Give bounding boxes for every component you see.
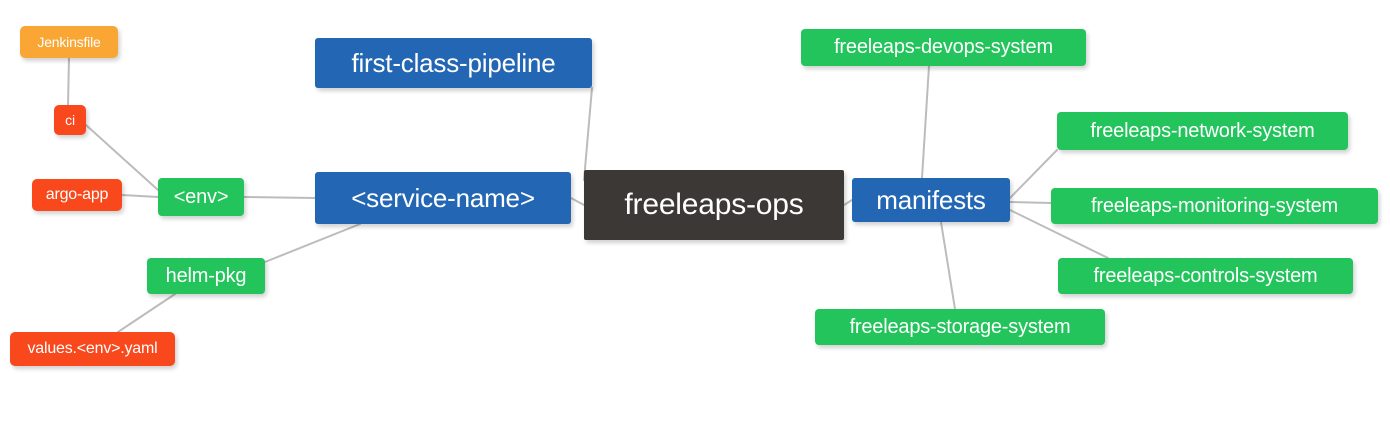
- mindmap-node-ci[interactable]: ci: [54, 105, 86, 135]
- edge-ci-jenkinsfile: [67, 57, 70, 106]
- mindmap-node-label: <service-name>: [351, 182, 535, 213]
- edge-manifests-storage-system: [940, 221, 956, 310]
- mindmap-node-label: freeleaps-devops-system: [834, 36, 1053, 58]
- edge-manifests-monitoring-system: [1009, 201, 1052, 204]
- mindmap-node-first-class-pipeline[interactable]: first-class-pipeline: [315, 38, 592, 88]
- edge-root-first-class-pipeline: [583, 87, 593, 181]
- mindmap-node-argo-app[interactable]: argo-app: [32, 179, 122, 211]
- edge-helm-pkg-values-yaml: [117, 293, 176, 333]
- mindmap-node-values-yaml[interactable]: values.<env>.yaml: [10, 332, 175, 366]
- mindmap-node-env[interactable]: <env>: [158, 178, 244, 216]
- mindmap-node-monitoring-system[interactable]: freeleaps-monitoring-system: [1051, 188, 1378, 224]
- mindmap-node-devops-system[interactable]: freeleaps-devops-system: [801, 29, 1086, 66]
- edge-service-name-helm-pkg: [264, 223, 361, 263]
- edge-root-service-name: [570, 197, 585, 206]
- edge-manifests-network-system: [1009, 149, 1058, 199]
- mindmap-node-network-system[interactable]: freeleaps-network-system: [1057, 112, 1348, 150]
- mindmap-node-root[interactable]: freeleaps-ops: [584, 170, 844, 240]
- mindmap-node-label: manifests: [876, 184, 986, 215]
- mindmap-node-storage-system[interactable]: freeleaps-storage-system: [815, 309, 1105, 345]
- mindmap-node-label: ci: [65, 112, 75, 128]
- edge-manifests-devops-system: [921, 65, 930, 179]
- mindmap-node-label: freeleaps-storage-system: [849, 315, 1071, 338]
- mindmap-node-label: argo-app: [45, 186, 109, 203]
- mindmap-node-label: first-class-pipeline: [351, 47, 556, 78]
- edge-env-argo-app: [121, 194, 159, 198]
- mindmap-node-label: <env>: [173, 185, 229, 208]
- mindmap-node-jenkinsfile[interactable]: Jenkinsfile: [20, 26, 118, 58]
- mindmap-node-label: Jenkinsfile: [37, 34, 101, 50]
- mindmap-node-label: freeleaps-ops: [624, 188, 804, 221]
- mindmap-node-manifests[interactable]: manifests: [852, 178, 1010, 222]
- edge-service-name-env: [243, 196, 316, 199]
- mindmap-node-label: helm-pkg: [165, 264, 247, 287]
- edge-root-manifests: [843, 199, 853, 206]
- mindmap-node-helm-pkg[interactable]: helm-pkg: [147, 258, 265, 294]
- mindmap-node-controls-system[interactable]: freeleaps-controls-system: [1058, 258, 1353, 294]
- mindmap-node-service-name[interactable]: <service-name>: [315, 172, 571, 224]
- mindmap-node-label: freeleaps-controls-system: [1093, 264, 1318, 287]
- mindmap-node-label: values.<env>.yaml: [27, 340, 158, 357]
- mindmap-node-label: freeleaps-monitoring-system: [1091, 194, 1338, 217]
- mindmap-node-label: freeleaps-network-system: [1090, 119, 1315, 142]
